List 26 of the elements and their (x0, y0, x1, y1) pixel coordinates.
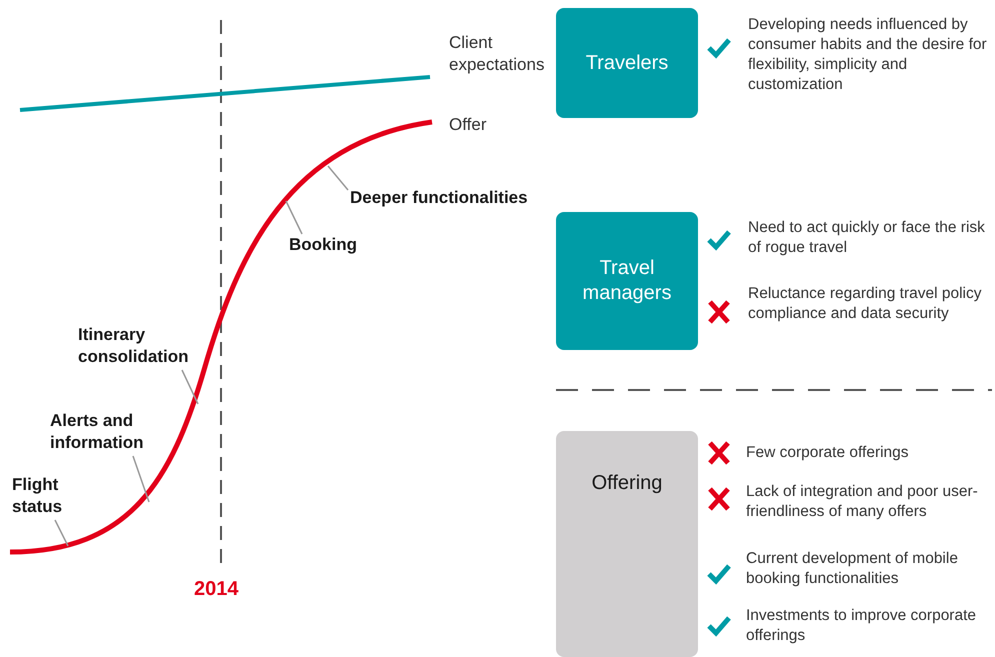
bullet-text: Need to act quickly or face the risk of rogue travel (748, 218, 986, 258)
year-label: 2014 (194, 578, 238, 601)
milestone-label: Deeper functionalities (350, 187, 545, 209)
leader-line (285, 200, 303, 234)
leader-line (181, 370, 199, 404)
offering-card (556, 431, 698, 657)
stakeholder-card (556, 212, 698, 350)
bullet-text: Investments to improve corporate offerings (746, 606, 978, 646)
bullet-text: Current development of mobile booking functionalities (746, 549, 959, 589)
milestone-label: Flight status (12, 474, 72, 518)
milestone-label: Alerts and information (50, 410, 160, 454)
card-title: Travel managers (582, 256, 672, 306)
card-title: Travelers (584, 50, 670, 76)
bullet-text: Reluctance regarding travel policy compliance and data security (748, 284, 982, 324)
bullet-text: Developing needs influenced by consumer habits and the desire for flexibility, simplicity and customization (748, 15, 988, 95)
milestone-label: Itinerary consolidation (78, 324, 203, 368)
card-title: Offering (590, 471, 664, 496)
curve-label: Offer (449, 114, 488, 136)
bullet-text: Few corporate offerings (746, 443, 910, 463)
milestone-label: Booking (289, 234, 369, 256)
leader-line (132, 456, 150, 502)
bullet-text: Lack of integration and poor user-friendliness of many offers (746, 482, 979, 522)
stakeholder-card (556, 8, 698, 118)
curve-label: Client expectations (449, 32, 546, 76)
leader-line (327, 166, 349, 190)
leader-line (54, 520, 69, 546)
